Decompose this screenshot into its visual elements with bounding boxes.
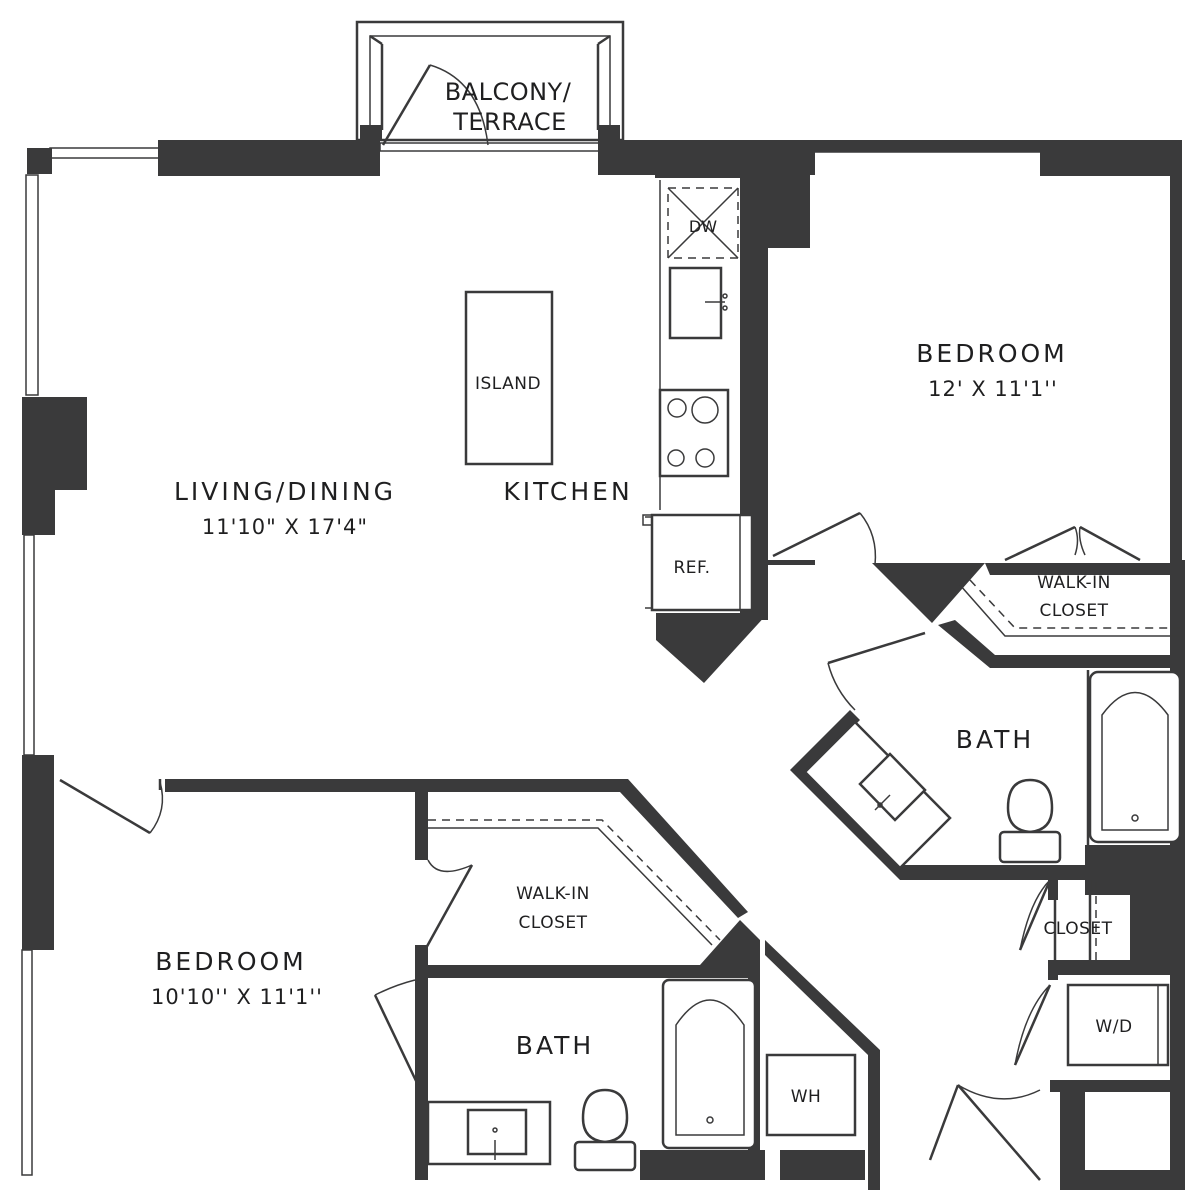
closet-label: CLOSET: [1043, 919, 1112, 939]
living-label: LIVING/DINING: [174, 477, 396, 506]
kitchen-fixtures: [464, 180, 754, 612]
interior-lines: [158, 655, 1184, 1180]
room-labels: BALCONY/ TERRACE LIVING/DINING 11'10" X …: [151, 78, 1132, 1107]
walkin1-label-line2: CLOSET: [1039, 601, 1108, 621]
living-dimensions: 11'10" X 17'4": [202, 515, 368, 539]
closet-rods: [428, 579, 1180, 960]
washer-dryer-label: W/D: [1095, 1017, 1132, 1037]
bedroom2-label: BEDROOM: [155, 947, 307, 976]
doors: [59, 511, 1141, 1181]
bedroom1-label: BEDROOM: [916, 339, 1068, 368]
island-label: ISLAND: [475, 374, 541, 394]
bath2-label: BATH: [516, 1031, 594, 1060]
walkin2-label-line2: CLOSET: [518, 913, 587, 933]
bedroom2-dimensions: 10'10'' X 11'1'': [151, 985, 323, 1009]
water-heater-label: WH: [791, 1087, 822, 1107]
balcony-label-line2: TERRACE: [452, 108, 567, 136]
bedroom1-dimensions: 12' X 11'1'': [928, 377, 1058, 401]
bath1-fixtures: [803, 670, 1182, 870]
balcony-label-line1: BALCONY/: [445, 78, 572, 106]
walkin1-label-line1: WALK-IN: [1037, 573, 1111, 593]
kitchen-label: KITCHEN: [503, 477, 632, 506]
bath2-fixtures: [426, 978, 857, 1172]
balcony: [355, 20, 625, 146]
refrigerator-label: REF.: [673, 558, 710, 578]
bath1-label: BATH: [956, 725, 1034, 754]
walkin2-label-line1: WALK-IN: [516, 884, 590, 904]
walls: [22, 140, 1185, 1190]
laundry-fixtures: [1066, 983, 1170, 1067]
dishwasher-label: DW: [689, 217, 717, 236]
